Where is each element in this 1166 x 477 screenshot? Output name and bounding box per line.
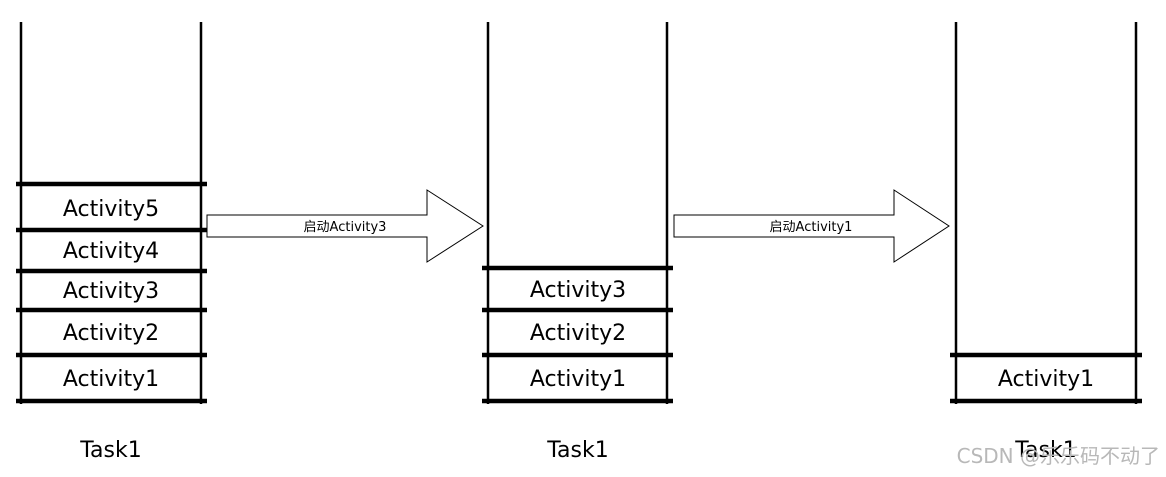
task-label: Task1 bbox=[546, 438, 608, 463]
task-label: Task1 bbox=[79, 438, 141, 463]
watermark: CSDN @乐乐码不动了 bbox=[956, 444, 1160, 468]
activity-label: Activity1 bbox=[530, 367, 626, 392]
arrow-shape bbox=[673, 189, 950, 263]
task-stack-1: Activity5 Activity4 Activity3 Activity2 … bbox=[16, 22, 207, 463]
arrow-label: 启动Activity1 bbox=[770, 220, 853, 235]
arrow-label: 启动Activity3 bbox=[304, 220, 387, 235]
activity-label: Activity2 bbox=[530, 321, 626, 346]
activity-label: Activity1 bbox=[998, 367, 1094, 392]
task-stack-3: Activity1 Task1 bbox=[950, 22, 1142, 463]
task-stack-2: Activity3 Activity2 Activity1 Task1 bbox=[482, 22, 673, 463]
activity-label: Activity3 bbox=[63, 279, 159, 304]
arrow-shape bbox=[206, 189, 484, 263]
activity-label: Activity4 bbox=[63, 239, 159, 264]
task-label: Task1 bbox=[1014, 438, 1076, 463]
activity-label: Activity3 bbox=[530, 278, 626, 303]
activity-label: Activity5 bbox=[63, 197, 159, 222]
activity-label: Activity1 bbox=[63, 367, 159, 392]
activity-label: Activity2 bbox=[63, 321, 159, 346]
transition-arrow-1: 启动Activity3 bbox=[206, 189, 484, 263]
transition-arrow-2: 启动Activity1 bbox=[673, 189, 950, 263]
